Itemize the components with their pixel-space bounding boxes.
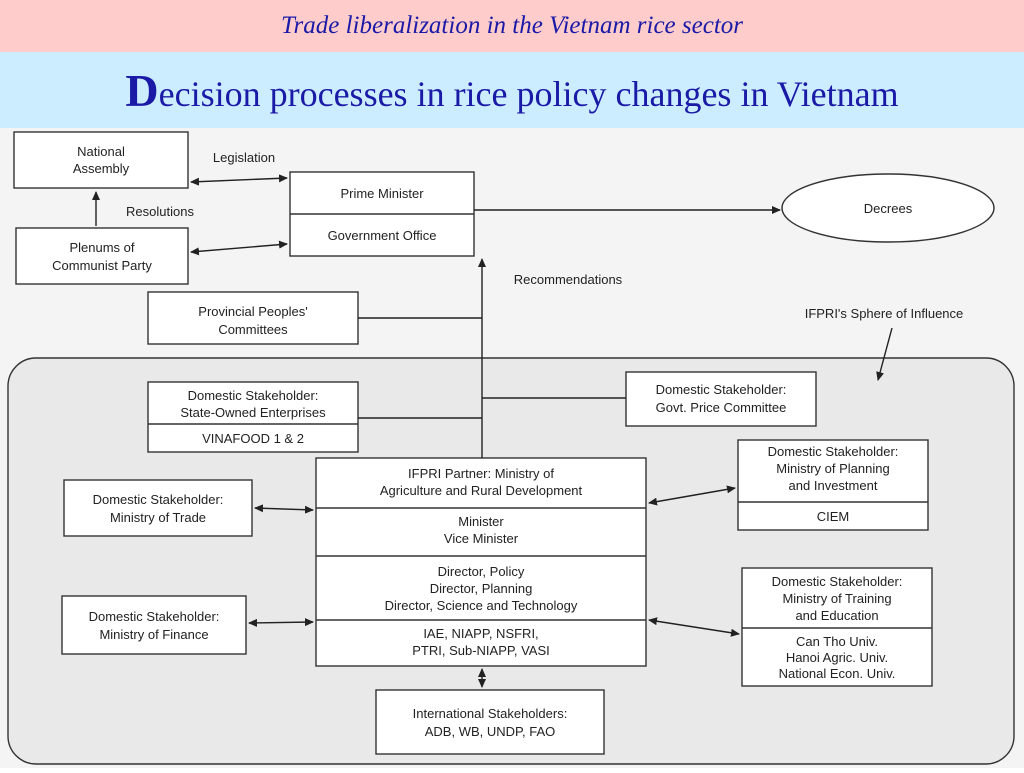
provincial-line-2: Committees xyxy=(218,322,288,337)
mpi-line-3: and Investment xyxy=(789,478,878,493)
decrees-label: Decrees xyxy=(864,201,913,216)
moet-line-6: National Econ. Univ. xyxy=(779,666,896,681)
diagram-svg: National Assembly Legislation Resolution… xyxy=(7,131,1015,765)
arrow-plenums-pm xyxy=(190,240,288,256)
mard-line-1: IFPRI Partner: Ministry of xyxy=(408,466,554,481)
moet-line-4: Can Tho Univ. xyxy=(796,634,878,649)
trade-box xyxy=(63,479,253,537)
trade-line-1: Domestic Stakeholder: xyxy=(93,492,224,507)
decrees-oval xyxy=(781,173,995,243)
national-assembly-box xyxy=(13,131,189,189)
title-initial: D xyxy=(125,64,159,116)
moet-line-3: and Education xyxy=(795,608,878,623)
soe-line-3: VINAFOOD 1 & 2 xyxy=(202,431,304,446)
national-assembly-line-1: National xyxy=(77,144,125,159)
arrow-finance xyxy=(248,618,314,627)
soe-line-1: Domestic Stakeholder: xyxy=(188,388,319,403)
mpi-line-4: CIEM xyxy=(817,509,850,524)
mard-box xyxy=(315,457,647,667)
provincial-line-1: Provincial Peoples' xyxy=(198,304,307,319)
mard-line-2: Agriculture and Rural Development xyxy=(380,483,583,498)
recommendations-label: Recommendations xyxy=(514,272,623,287)
finance-box xyxy=(61,595,247,655)
soe-line-2: State-Owned Enterprises xyxy=(180,405,326,420)
arrow-legislation xyxy=(190,174,288,186)
title-rest: ecision processes in rice policy changes… xyxy=(158,73,899,114)
price-committee-line-1: Domestic Stakeholder: xyxy=(656,382,787,397)
mard-line-8: IAE, NIAPP, NSFRI, xyxy=(423,626,538,641)
resolutions-label: Resolutions xyxy=(126,204,194,219)
mard-line-7: Director, Science and Technology xyxy=(385,598,578,613)
soe-box xyxy=(147,381,359,453)
prime-minister-label: Prime Minister xyxy=(340,186,424,201)
plenums-line-2: Communist Party xyxy=(52,258,152,273)
moet-line-5: Hanoi Agric. Univ. xyxy=(786,650,888,665)
finance-line-1: Domestic Stakeholder: xyxy=(89,609,220,624)
mpi-line-1: Domestic Stakeholder: xyxy=(768,444,899,459)
mard-line-9: PTRI, Sub-NIAPP, VASI xyxy=(412,643,550,658)
international-line-2: ADB, WB, UNDP, FAO xyxy=(425,724,556,739)
page-title: Decision processes in rice policy change… xyxy=(125,64,898,117)
title-band: Decision processes in rice policy change… xyxy=(0,52,1024,128)
price-committee-box xyxy=(625,371,817,427)
moet-box xyxy=(741,567,933,687)
subtitle: Trade liberalization in the Vietnam rice… xyxy=(281,12,743,39)
finance-line-2: Ministry of Finance xyxy=(99,627,208,642)
decision-diagram: National Assembly Legislation Resolution… xyxy=(0,128,1024,768)
provincial-box xyxy=(147,291,359,345)
international-line-1: International Stakeholders: xyxy=(413,706,568,721)
international-box xyxy=(375,689,605,755)
arrow-mpi xyxy=(648,485,736,506)
ifpri-sphere-label: IFPRI's Sphere of Influence xyxy=(805,306,964,321)
mard-line-3: Minister xyxy=(458,514,504,529)
arrow-sphere xyxy=(876,327,893,381)
price-committee-line-2: Govt. Price Committee xyxy=(656,400,787,415)
mard-line-6: Director, Planning xyxy=(430,581,533,596)
mpi-line-2: Ministry of Planning xyxy=(776,461,889,476)
trade-line-2: Ministry of Trade xyxy=(110,510,206,525)
arrow-trade xyxy=(254,504,314,514)
legislation-label: Legislation xyxy=(213,150,275,165)
mard-line-5: Director, Policy xyxy=(438,564,525,579)
arrow-moet xyxy=(648,617,740,637)
subtitle-band: Trade liberalization in the Vietnam rice… xyxy=(0,0,1024,52)
government-office-label: Government Office xyxy=(328,228,437,243)
plenums-box xyxy=(15,227,189,285)
moet-line-1: Domestic Stakeholder: xyxy=(772,574,903,589)
national-assembly-line-2: Assembly xyxy=(73,161,130,176)
plenums-line-1: Plenums of xyxy=(69,240,134,255)
mpi-box xyxy=(737,439,929,531)
mard-line-4: Vice Minister xyxy=(444,531,519,546)
moet-line-2: Ministry of Training xyxy=(782,591,891,606)
